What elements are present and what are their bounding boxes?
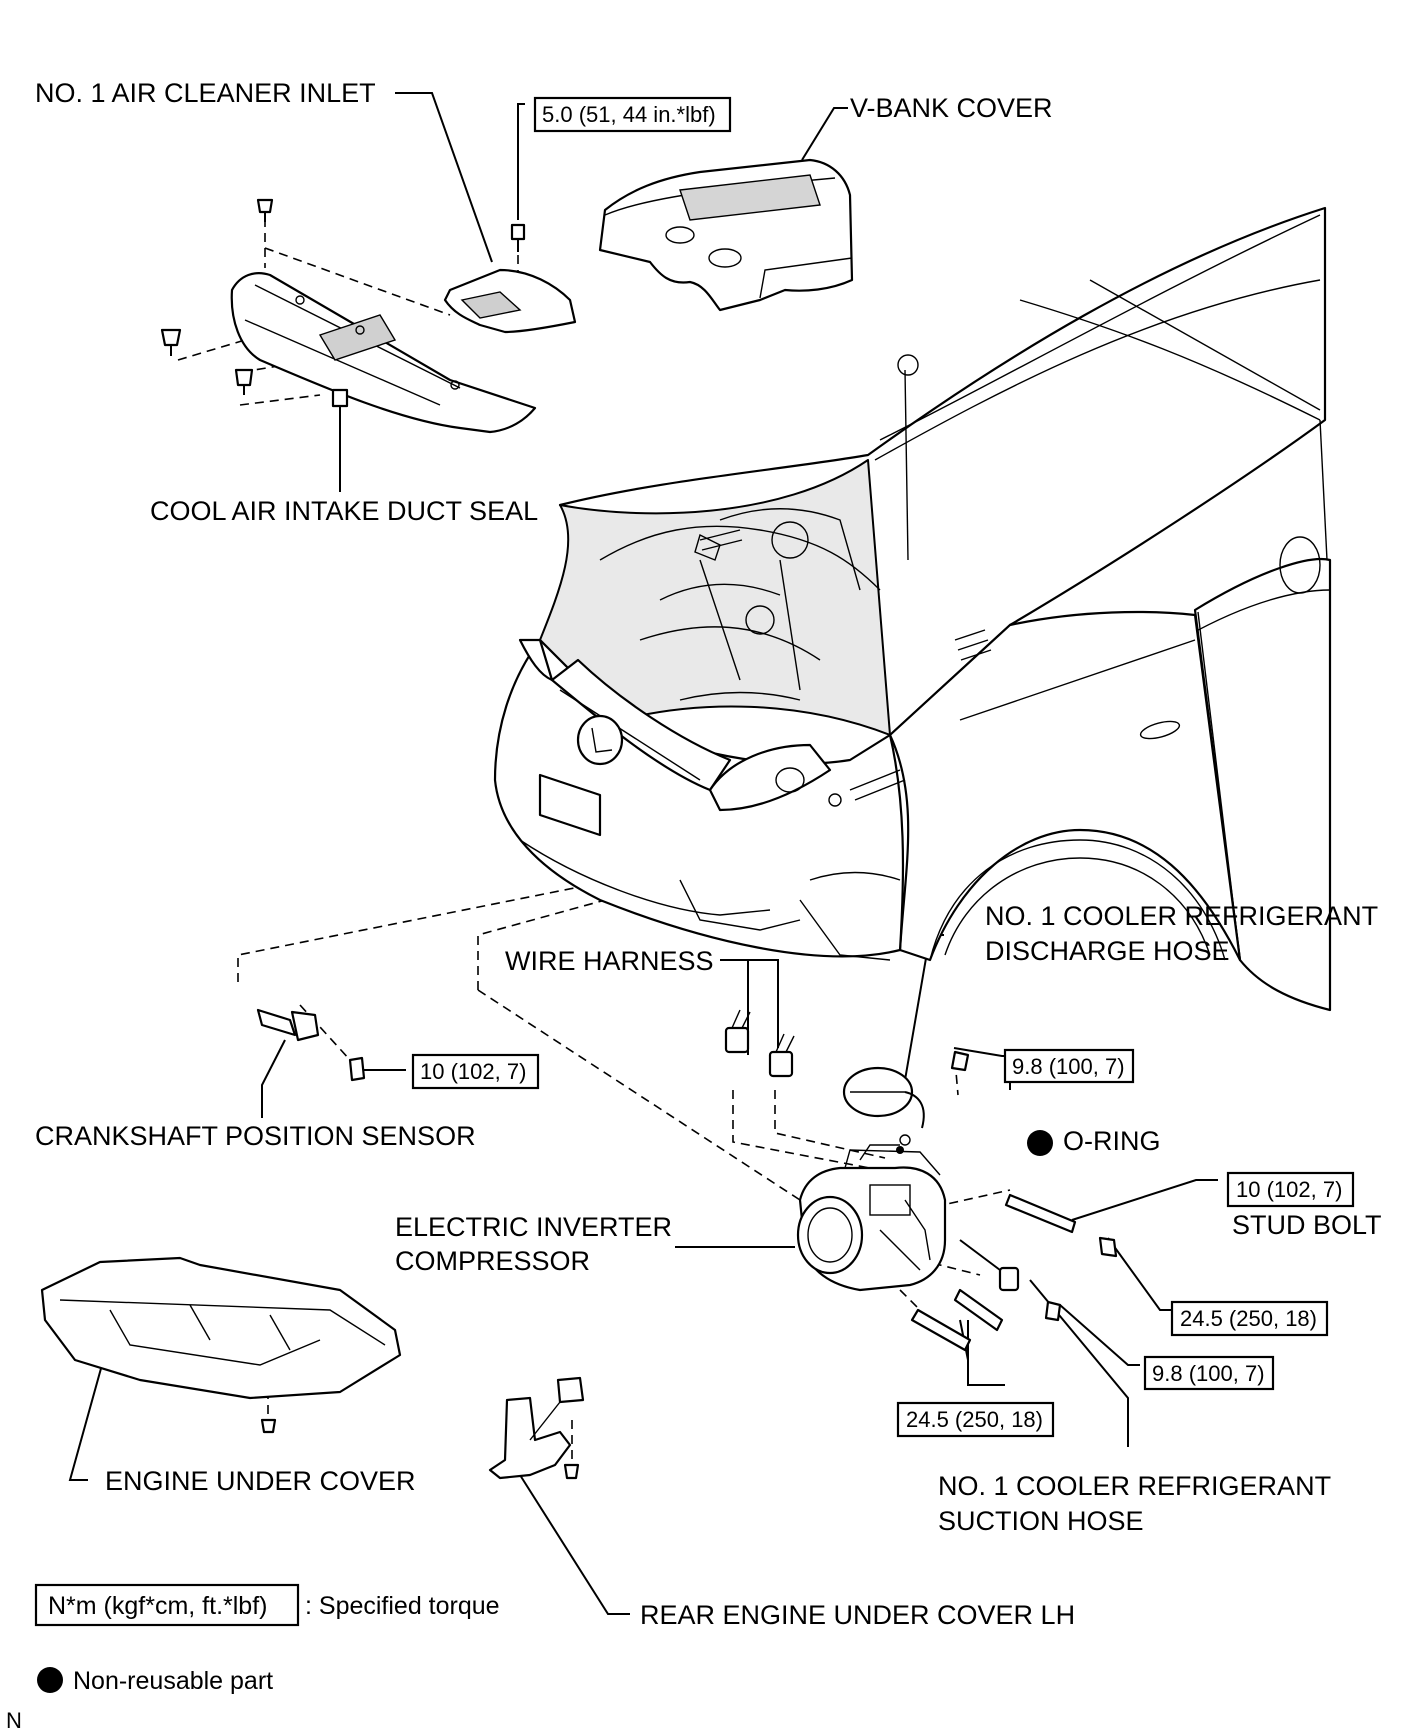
torque-discharge-hose-bolt: 9.8 (100, 7) <box>1012 1054 1125 1079</box>
label-air-cleaner-inlet: NO. 1 AIR CLEANER INLET <box>35 78 376 108</box>
fasteners <box>910 1193 1118 1352</box>
discharge-hose-part <box>842 1050 970 1154</box>
label-engine-under-cover: ENGINE UNDER COVER <box>105 1466 416 1496</box>
torque-specs: 5.0 (51, 44 in.*lbf) 10 (102, 7) 9.8 (10… <box>411 96 1355 1438</box>
label-discharge-hose-line2: DISCHARGE HOSE <box>985 936 1230 966</box>
label-crankshaft-position-sensor: CRANKSHAFT POSITION SENSOR <box>35 1121 476 1151</box>
corner-mark: N <box>6 1708 22 1733</box>
label-suction-hose-line2: SUCTION HOSE <box>938 1506 1144 1536</box>
legend-torque-desc: : Specified torque <box>305 1592 500 1620</box>
air-cleaner-inlet-part <box>443 223 577 334</box>
label-rear-engine-under-cover-lh: REAR ENGINE UNDER COVER LH <box>640 1600 1075 1630</box>
label-compressor-line1: ELECTRIC INVERTER <box>395 1212 672 1242</box>
torque-stud-bolt: 10 (102, 7) <box>1236 1177 1342 1202</box>
legend-non-reusable-marker <box>37 1667 63 1693</box>
legend-torque-unit: N*m (kgf*cm, ft.*lbf) <box>48 1592 267 1620</box>
label-v-bank-cover: V-BANK COVER <box>850 93 1053 123</box>
engine-under-cover-part <box>40 1256 402 1434</box>
part-labels: NO. 1 AIR CLEANER INLET V-BANK COVER COO… <box>35 78 1382 1630</box>
label-cool-air-intake-duct-seal: COOL AIR INTAKE DUCT SEAL <box>150 496 538 526</box>
crankshaft-position-sensor-part <box>256 1008 366 1082</box>
label-o-ring: O-RING <box>1063 1126 1161 1156</box>
torque-suction-hose-bolt: 9.8 (100, 7) <box>1152 1361 1265 1386</box>
label-stud-bolt: STUD BOLT <box>1232 1210 1382 1240</box>
legend: N*m (kgf*cm, ft.*lbf) : Specified torque… <box>34 1583 500 1695</box>
rear-engine-under-cover-lh-part <box>488 1376 585 1480</box>
label-wire-harness: WIRE HARNESS <box>505 946 714 976</box>
label-suction-hose-line1: NO. 1 COOLER REFRIGERANT <box>938 1471 1331 1501</box>
label-compressor-line2: COMPRESSOR <box>395 1246 590 1276</box>
legend-non-reusable: Non-reusable part <box>73 1667 273 1695</box>
cool-air-intake-duct-seal-part <box>160 198 537 434</box>
torque-nut-upper: 24.5 (250, 18) <box>1180 1306 1317 1331</box>
torque-air-cleaner-bolt: 5.0 (51, 44 in.*lbf) <box>542 102 716 127</box>
o-ring-non-reusable-marker <box>1027 1130 1053 1156</box>
vehicle-body-drawing <box>493 206 1332 1012</box>
torque-crank-sensor-bolt: 10 (102, 7) <box>420 1059 526 1084</box>
torque-compressor-bolts: 24.5 (250, 18) <box>906 1407 1043 1432</box>
label-discharge-hose-line1: NO. 1 COOLER REFRIGERANT <box>985 901 1378 931</box>
electric-inverter-compressor-part <box>796 1144 947 1292</box>
v-bank-cover-part <box>598 158 854 312</box>
wire-harness-connectors <box>724 1009 795 1078</box>
